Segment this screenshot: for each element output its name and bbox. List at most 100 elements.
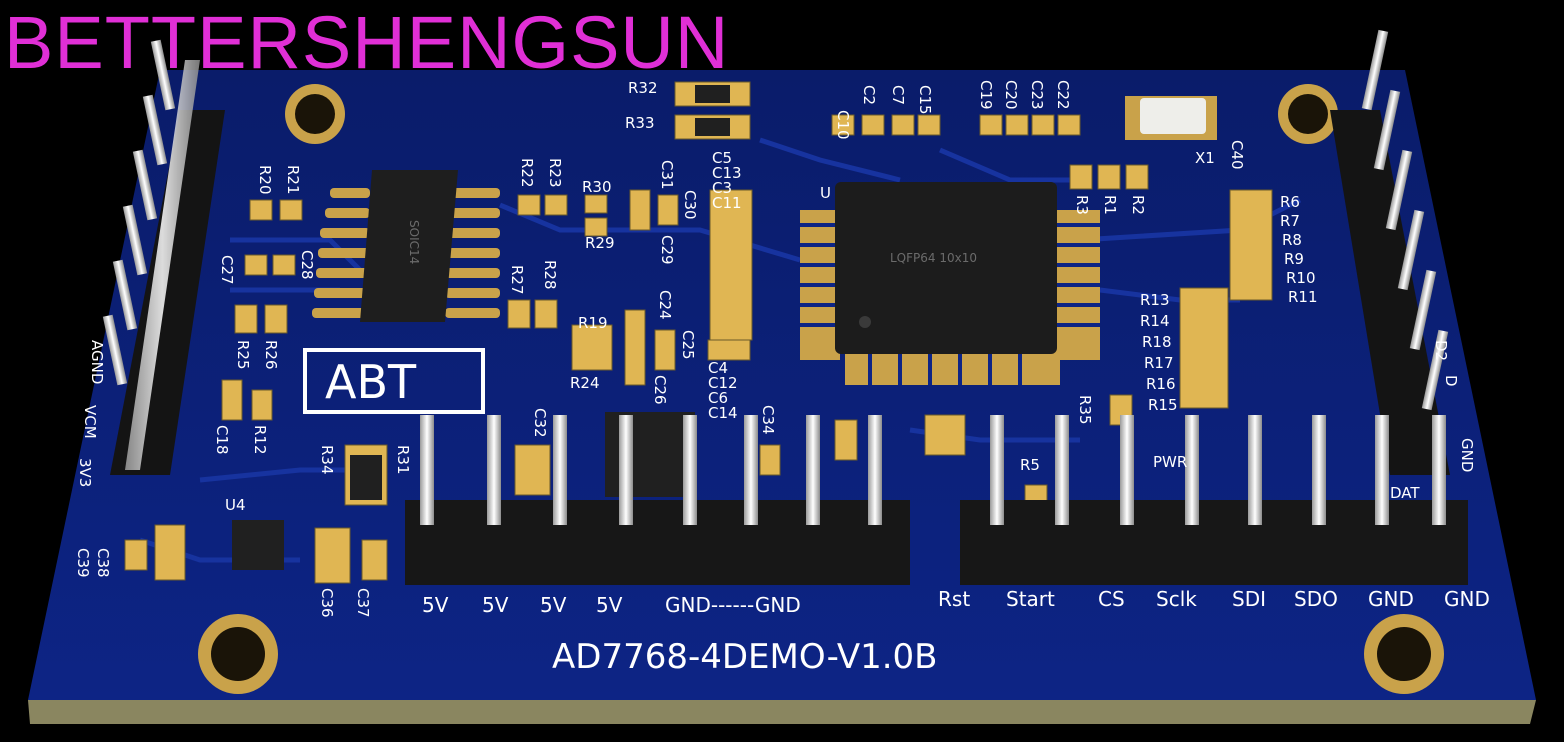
- mounting-hole-icon: [1364, 614, 1444, 694]
- label-r6: R6: [1280, 193, 1300, 211]
- label-r16: R16: [1146, 375, 1176, 393]
- mounting-hole-icon: [1278, 84, 1338, 144]
- pin-label-rst: Rst: [938, 587, 970, 611]
- label-r26: R26: [262, 340, 280, 370]
- label-c3: C3: [712, 179, 732, 197]
- label-c18: C18: [213, 425, 231, 455]
- label-r11: R11: [1288, 288, 1318, 306]
- label-r14: R14: [1140, 312, 1170, 330]
- right-label-dat: DAT: [1390, 484, 1420, 502]
- label-c29: C29: [658, 235, 676, 265]
- crystal-x1: [1125, 96, 1217, 140]
- label-r33: R33: [625, 114, 655, 132]
- soic-label: SOIC14: [407, 220, 421, 264]
- left-pin-header: [102, 39, 225, 475]
- label-r30: R30: [582, 178, 612, 196]
- label-r19: R19: [578, 314, 608, 332]
- label-r28: R28: [541, 260, 559, 290]
- label-c32: C32: [531, 408, 549, 438]
- bottom-left-pin-header: [405, 415, 910, 585]
- left-label-vcm: VCM: [81, 405, 99, 439]
- label-c15: C15: [916, 85, 934, 115]
- label-r5: R5: [1020, 456, 1040, 474]
- watermark-text: BETTERSHENGSUN: [4, 1, 730, 84]
- pin-label-sdi: SDI: [1232, 587, 1266, 611]
- label-r7: R7: [1280, 212, 1300, 230]
- left-label-3v3: 3V3: [76, 458, 94, 487]
- label-c36: C36: [318, 588, 336, 618]
- label-c30: C30: [681, 190, 699, 220]
- label-r2: R2: [1129, 195, 1147, 215]
- pin-label-gnd-range: GND------GND: [665, 593, 801, 617]
- pin-label-5v-4: 5V: [596, 593, 623, 617]
- pin-label-sclk: Sclk: [1156, 587, 1197, 611]
- label-r27: R27: [508, 265, 526, 295]
- label-r1: R1: [1101, 195, 1119, 215]
- label-c26: C26: [651, 375, 669, 405]
- pin-label-cs: CS: [1098, 587, 1125, 611]
- label-c12: C12: [708, 374, 738, 392]
- label-c25: C25: [679, 330, 697, 360]
- main-chip-label: LQFP64 10x10: [890, 251, 977, 265]
- label-c34: C34: [759, 405, 777, 435]
- label-c24: C24: [656, 290, 674, 320]
- label-c31: C31: [658, 160, 676, 190]
- label-c27: C27: [218, 255, 236, 285]
- main-chip: LQFP64 10x10: [800, 182, 1100, 385]
- pin-label-5v-1: 5V: [422, 593, 449, 617]
- board-edge: [28, 700, 1536, 724]
- label-c2: C2: [860, 85, 878, 105]
- right-label-d2: D2: [1432, 340, 1450, 361]
- label-r8: R8: [1282, 231, 1302, 249]
- label-r23: R23: [546, 158, 564, 188]
- label-r31: R31: [394, 445, 412, 475]
- label-r10: R10: [1286, 269, 1316, 287]
- label-r21: R21: [284, 165, 302, 195]
- bottom-right-pin-header: [960, 415, 1468, 585]
- label-r29: R29: [585, 234, 615, 252]
- pin-label-start: Start: [1006, 587, 1055, 611]
- label-c22: C22: [1054, 80, 1072, 110]
- label-c40: C40: [1228, 140, 1246, 170]
- label-c23: C23: [1028, 80, 1046, 110]
- label-r12: R12: [251, 425, 269, 455]
- left-label-agnd: AGND: [88, 340, 106, 384]
- label-r13: R13: [1140, 291, 1170, 309]
- right-pin-header: [1330, 29, 1450, 475]
- label-c37: C37: [354, 588, 372, 618]
- label-c39: C39: [74, 548, 92, 578]
- label-r3: R3: [1073, 195, 1091, 215]
- label-r20: R20: [256, 165, 274, 195]
- label-c4: C4: [708, 359, 728, 377]
- label-u4: U4: [225, 496, 246, 514]
- label-c20: C20: [1002, 80, 1020, 110]
- label-x1: X1: [1195, 149, 1215, 167]
- label-c7: C7: [889, 85, 907, 105]
- pin-label-5v-2: 5V: [482, 593, 509, 617]
- label-c19: C19: [977, 80, 995, 110]
- pin-label-5v-3: 5V: [540, 593, 567, 617]
- label-c14: C14: [708, 404, 738, 422]
- label-r22: R22: [518, 158, 536, 188]
- abt-logo: ABT: [303, 348, 485, 414]
- label-r15: R15: [1148, 396, 1178, 414]
- label-r24: R24: [570, 374, 600, 392]
- label-u-partial: U: [820, 184, 831, 202]
- label-c28: C28: [298, 250, 316, 280]
- label-r32: R32: [628, 79, 658, 97]
- label-c11: C11: [712, 194, 742, 212]
- label-r17: R17: [1144, 354, 1174, 372]
- pin-label-gnd-1: GND: [1368, 587, 1414, 611]
- label-r25: R25: [234, 340, 252, 370]
- label-pwr: PWR: [1153, 453, 1187, 471]
- label-c6: C6: [708, 389, 728, 407]
- label-c5: C5: [712, 149, 732, 167]
- board-title: AD7768-4DEMO-V1.0B: [552, 637, 938, 677]
- label-r9: R9: [1284, 250, 1304, 268]
- label-c13: C13: [712, 164, 742, 182]
- pin-label-gnd-2: GND: [1444, 587, 1490, 611]
- pin-label-sdo: SDO: [1294, 587, 1338, 611]
- right-label-d: D: [1442, 375, 1460, 387]
